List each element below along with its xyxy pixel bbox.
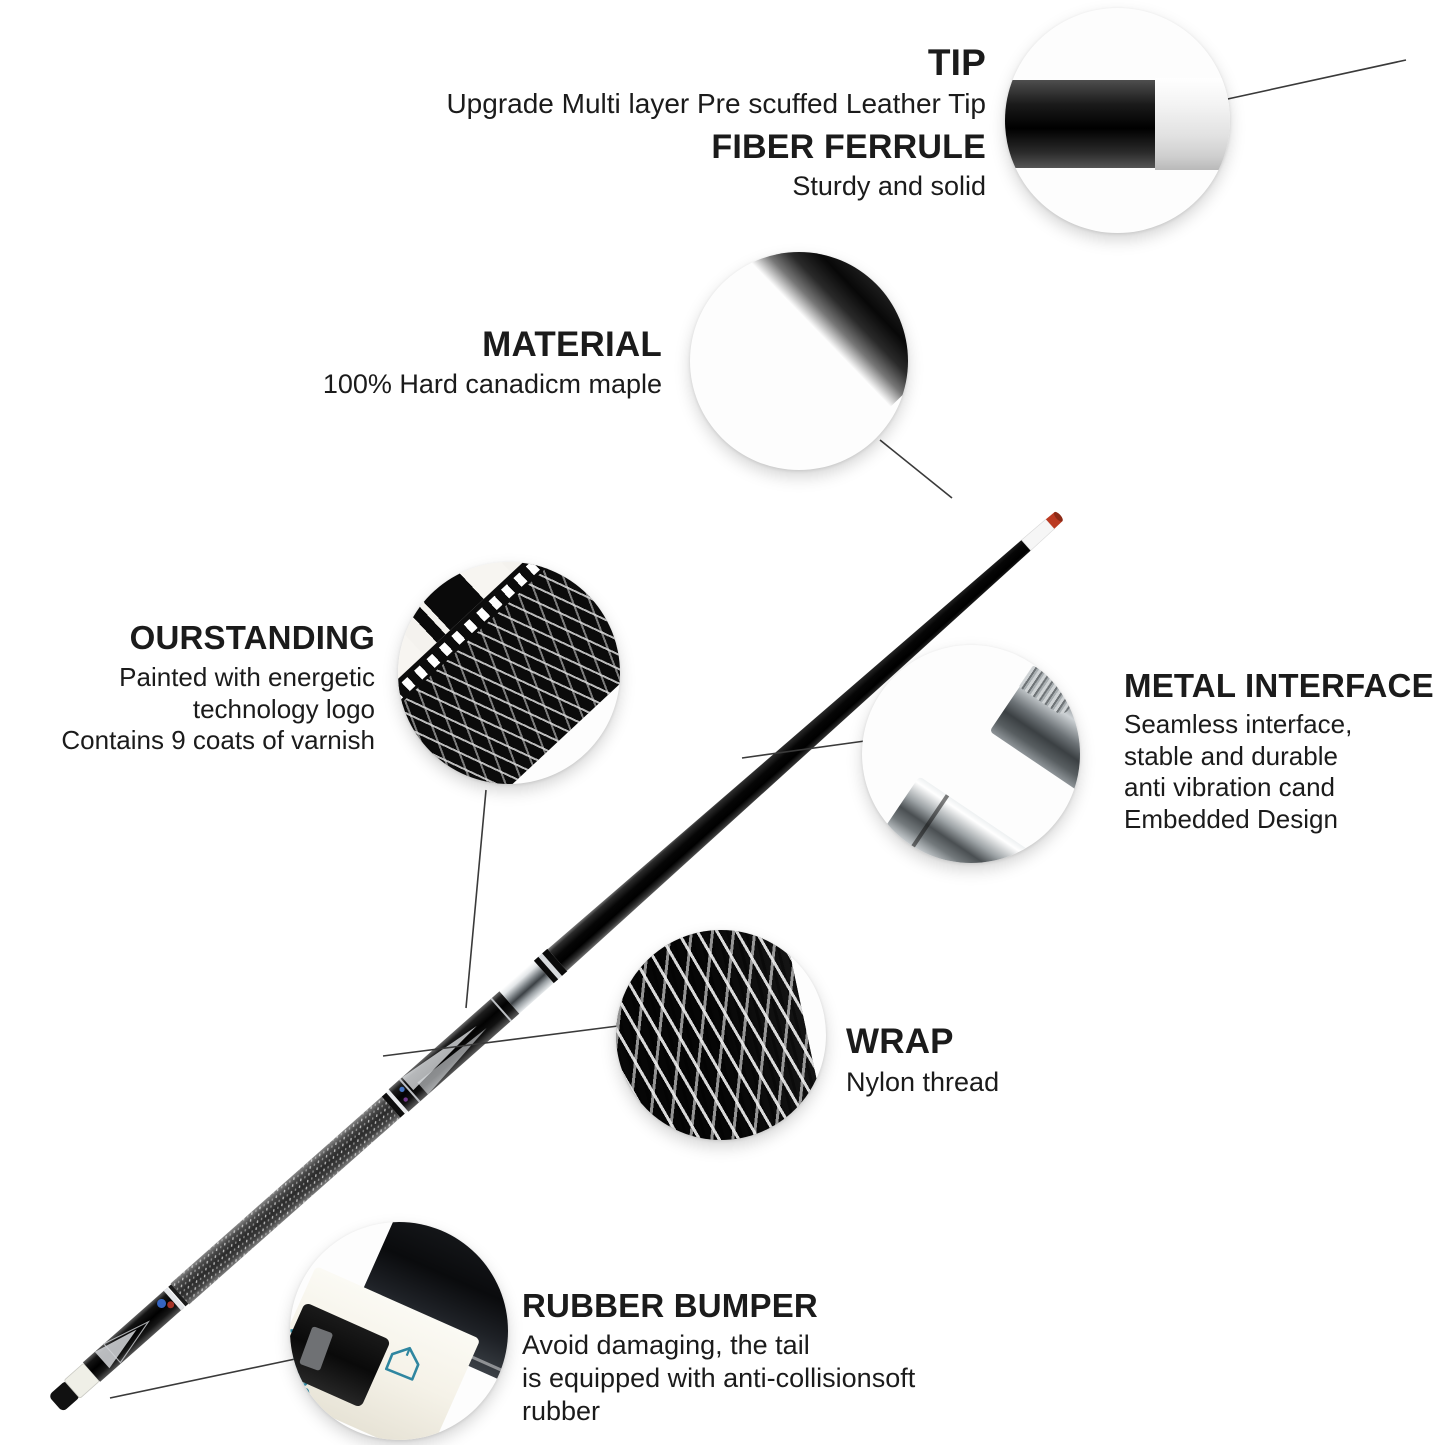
callout-fiber-ferrule-body: Sturdy and solid <box>792 171 986 202</box>
callout-wrap: WRAP Nylon thread <box>846 1022 1146 1099</box>
callout-ourstanding: OURSTANDING Painted with energetic techn… <box>30 619 375 757</box>
rubber-bumper-slot <box>298 1326 334 1372</box>
callout-tip-heading: TIP <box>927 42 986 83</box>
metal-interface-pin-body <box>884 776 1061 863</box>
callout-ourstanding-body: Painted with energetic technology logo C… <box>61 661 375 756</box>
cue-leather-tip <box>1045 512 1063 529</box>
rubber-bumper-art: homeseason <box>290 1222 508 1440</box>
ourstanding-bubble <box>398 562 620 784</box>
callout-fiber-ferrule: FIBER FERRULE Sturdy and solid <box>420 128 986 203</box>
callout-wrap-body: Nylon thread <box>846 1067 1000 1098</box>
material-bubble-shaft <box>690 252 908 407</box>
rubber-bumper-bubble: homeseason <box>290 1222 508 1440</box>
cue-rubber-bumper <box>50 1381 79 1411</box>
brand-logo: homeseason <box>290 1289 461 1440</box>
cue-ferrule <box>1021 519 1055 551</box>
leader-line-ourstanding <box>465 789 487 1009</box>
metal-interface-pin-band <box>911 794 950 848</box>
house-icon <box>384 1346 420 1381</box>
tip-bubble-ferrule <box>1155 78 1230 170</box>
callout-rubber-bumper-heading: RUBBER BUMPER <box>522 1287 818 1324</box>
cue-butt-sleeve <box>82 1288 184 1382</box>
cue-forearm <box>388 991 520 1112</box>
cue-joint-collar <box>499 960 554 1014</box>
callout-rubber-bumper-body: Avoid damaging, the tail is equipped wit… <box>522 1329 916 1426</box>
callout-metal-interface-heading: METAL INTERFACE <box>1124 667 1434 704</box>
wrap-nylon-thread <box>616 930 826 1140</box>
leader-line-metal-interface <box>741 739 873 759</box>
leader-line-tip <box>1222 59 1407 101</box>
material-bubble <box>690 252 908 470</box>
wrap-bubble <box>616 930 826 1140</box>
callout-rubber-bumper: RUBBER BUMPER Avoid damaging, the tail i… <box>522 1287 992 1428</box>
callout-material-body: 100% Hard canadicm maple <box>322 369 662 400</box>
callout-metal-interface-body: Seamless interface, stable and durable a… <box>1124 708 1353 835</box>
callout-metal-interface: METAL INTERFACE Seamless interface, stab… <box>1124 667 1434 836</box>
leader-line-rubber-bumper <box>109 1357 301 1399</box>
callout-wrap-heading: WRAP <box>846 1022 954 1061</box>
callout-fiber-ferrule-heading: FIBER FERRULE <box>711 128 986 166</box>
callout-ourstanding-heading: OURSTANDING <box>129 619 375 656</box>
callout-material-heading: MATERIAL <box>482 325 662 364</box>
callout-material: MATERIAL 100% Hard canadicm maple <box>110 325 662 401</box>
metal-interface-bubble <box>862 645 1080 863</box>
leader-line-wrap <box>382 1025 619 1057</box>
wrap-bubble-art <box>616 930 826 1140</box>
tip-bubble <box>1005 8 1230 233</box>
ourstanding-bubble-art <box>398 562 620 784</box>
callout-tip-body: Upgrade Multi layer Pre scuffed Leather … <box>446 88 986 120</box>
rubber-bumper-butt-cap: homeseason <box>290 1266 481 1440</box>
cue-butt-cap <box>64 1364 99 1398</box>
callout-tip: TIP Upgrade Multi layer Pre scuffed Leat… <box>420 42 986 122</box>
